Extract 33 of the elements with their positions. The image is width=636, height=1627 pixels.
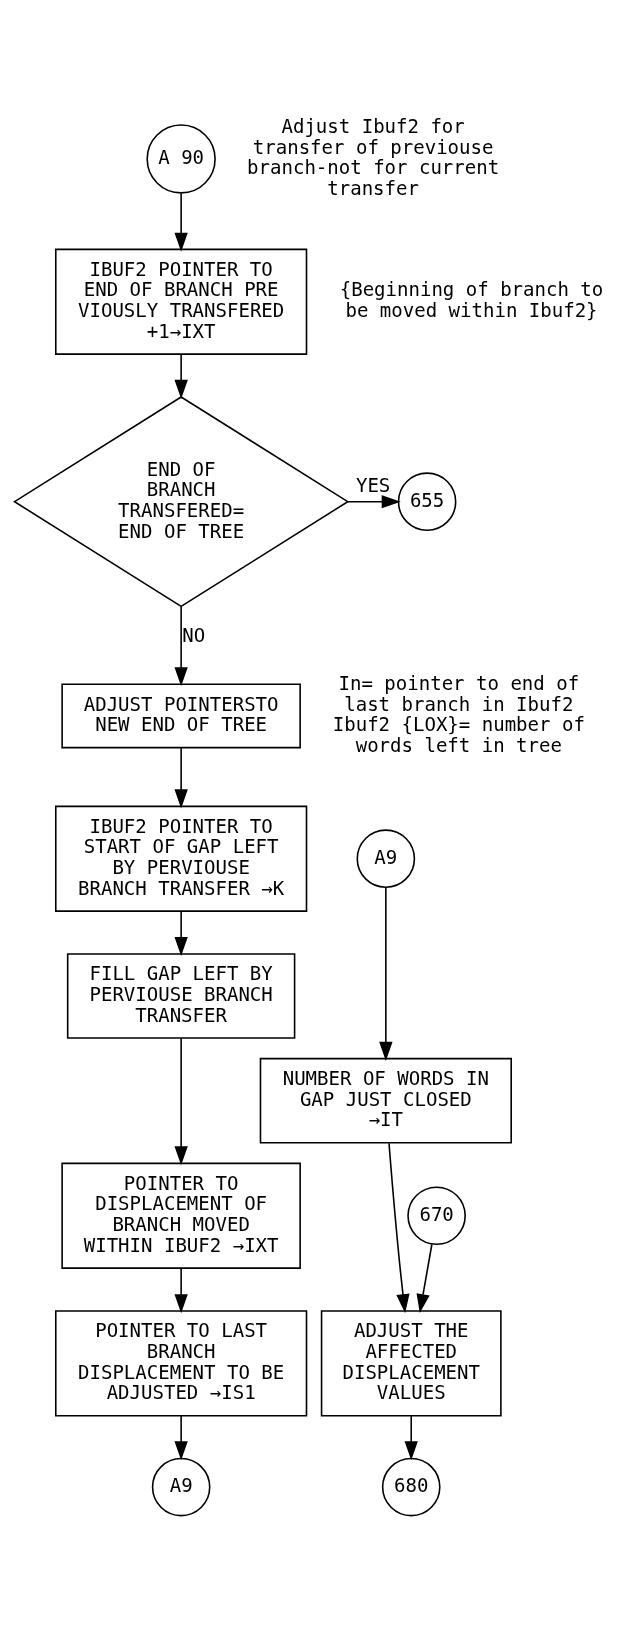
node-box: POINTER TO LAST BRANCH DISPLACEMENT TO BE ADJUSTED →IS1	[55, 1310, 308, 1417]
node-box: ADJUST THE AFFECTED DISPLACEMENT VALUES	[320, 1310, 502, 1417]
arrow	[347, 495, 401, 509]
node-box: ADJUST POINTERSTO NEW END OF TREE	[61, 683, 301, 749]
arrow	[174, 1267, 188, 1314]
node-box: POINTER TO DISPLACEMENT OF BRANCH MOVED WITHIN IBUF2 →IXT	[61, 1162, 301, 1269]
node-circle: A 90	[146, 124, 216, 194]
edge-label: YES	[355, 473, 391, 496]
node-circle: A9	[356, 829, 416, 889]
arrow	[416, 1243, 433, 1314]
arrow	[174, 1037, 188, 1166]
arrow	[404, 1415, 418, 1461]
node-circle: 670	[407, 1186, 466, 1246]
edge-label: NO	[182, 624, 206, 647]
node-label: Adjust Ibuf2 for transfer of previouse branch-not for current transfer	[247, 114, 500, 199]
node-circle: 680	[381, 1457, 441, 1517]
arrow	[174, 606, 188, 687]
arrow	[174, 747, 188, 809]
node-box: IBUF2 POINTER TO END OF BRANCH PRE VIOUSLY TRANSFERED +1→IXT	[55, 248, 308, 355]
arrow	[388, 1142, 410, 1314]
arrow	[174, 910, 188, 957]
node-box: FILL GAP LEFT BY PERVIOUSE BRANCH TRANSFER	[66, 953, 296, 1039]
arrow	[174, 192, 188, 252]
node-diamond: END OF BRANCH TRANSFERED= END OF TREE	[13, 396, 350, 608]
node-label: {Beginning of branch to be moved within Ibuf2}	[339, 278, 604, 321]
arrow	[174, 353, 188, 399]
node-circle: 655	[397, 472, 457, 532]
node-box: IBUF2 POINTER TO START OF GAP LEFT BY PERVIOUSE BRANCH TRANSFER →K	[55, 805, 308, 912]
node-box: NUMBER OF WORDS IN GAP JUST CLOSED →IT	[259, 1057, 512, 1144]
arrow	[379, 886, 393, 1061]
node-circle: A9	[151, 1457, 211, 1517]
node-label: In= pointer to end of last branch in Ibuf2 Ibuf2 {LOX}= number of words left in tree	[332, 671, 585, 756]
arrow	[174, 1415, 188, 1461]
